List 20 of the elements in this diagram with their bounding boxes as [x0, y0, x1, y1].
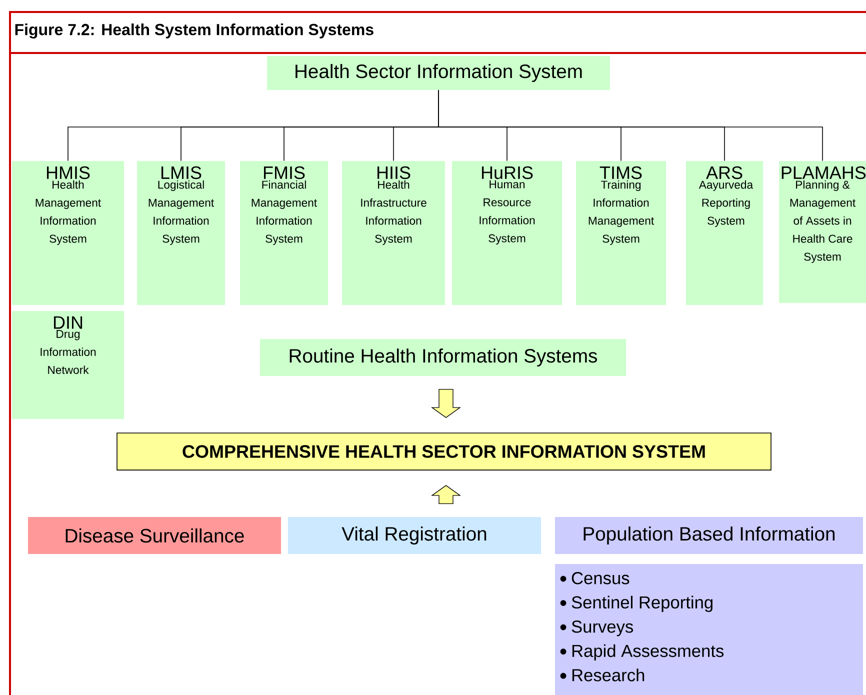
system-box: HuRIS Human Resource Information System [452, 161, 562, 305]
block-arrow [430, 388, 462, 418]
system-box: Routine Health Information Systems [260, 338, 626, 376]
system-box: DIN Drug Information Network [12, 311, 124, 419]
system-box: ARS Aayurveda Reporting System [686, 161, 764, 305]
system-box: LMIS Logistical Management Information System [137, 161, 225, 305]
system-box: TIMS Training Information Management System [576, 161, 666, 305]
figure-title: Figure 7.2: Health System Information Systems [15, 24, 374, 38]
central-box: COMPREHENSIVE HEALTH SECTOR INFORMATION SYSTEM [116, 432, 772, 470]
source-box: Population Based Information [555, 516, 864, 554]
bullet-list-box: Census Sentinel Reporting Surveys Rapid Assessments Research [555, 564, 864, 695]
system-box: FMIS Financial Management Information System [240, 161, 328, 305]
system-box: HMIS Health Management Information System [12, 161, 124, 305]
source-box: Vital Registration [288, 516, 542, 554]
source-box: Disease Surveillance [28, 516, 282, 554]
system-box: Health Sector Information System [267, 56, 610, 90]
block-arrow [430, 485, 462, 504]
system-box: PLAMAHS Planning & Management of Assets in Health Care System [779, 161, 866, 303]
connector-line [438, 90, 823, 162]
system-box: HIIS Health Infrastructure Information System [342, 161, 445, 305]
